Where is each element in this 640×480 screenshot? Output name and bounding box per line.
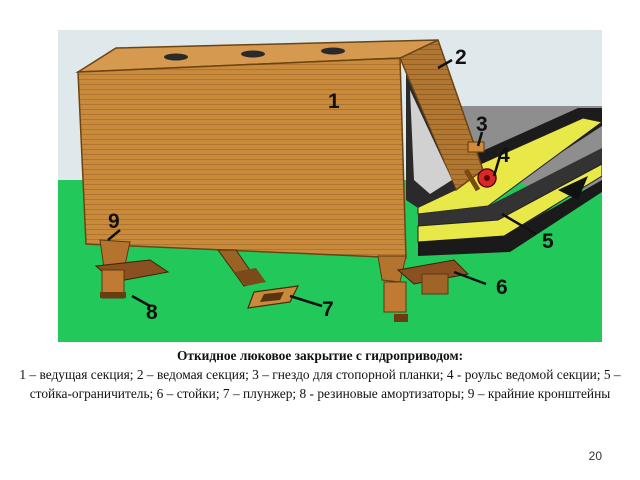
callout-7: 7 xyxy=(322,298,334,321)
caption-legend: 1 – ведущая секция; 2 – ведомая секция; … xyxy=(19,367,621,401)
callout-9: 9 xyxy=(108,210,120,233)
hatch-cover-illustration: 1 2 3 4 5 6 7 8 9 xyxy=(58,30,602,342)
callout-8: 8 xyxy=(146,301,158,324)
coaming-rail xyxy=(417,108,602,256)
callout-2: 2 xyxy=(455,46,467,69)
driving-section xyxy=(77,57,407,259)
callout-4: 4 xyxy=(498,144,510,167)
bracket-right xyxy=(377,255,470,322)
caption-title: Откидное люковое закрытие с гидроприводо… xyxy=(176,348,464,363)
arrow-marker xyxy=(558,176,588,200)
bracket-left xyxy=(94,239,170,299)
page-number: 20 xyxy=(588,449,602,463)
plunger xyxy=(217,249,300,309)
figure-caption: Откидное люковое закрытие с гидроприводо… xyxy=(0,346,640,403)
callout-3: 3 xyxy=(476,113,488,136)
callout-5: 5 xyxy=(542,230,554,253)
callout-6: 6 xyxy=(496,276,508,299)
stopper-socket xyxy=(467,141,485,153)
callout-1: 1 xyxy=(328,90,340,113)
